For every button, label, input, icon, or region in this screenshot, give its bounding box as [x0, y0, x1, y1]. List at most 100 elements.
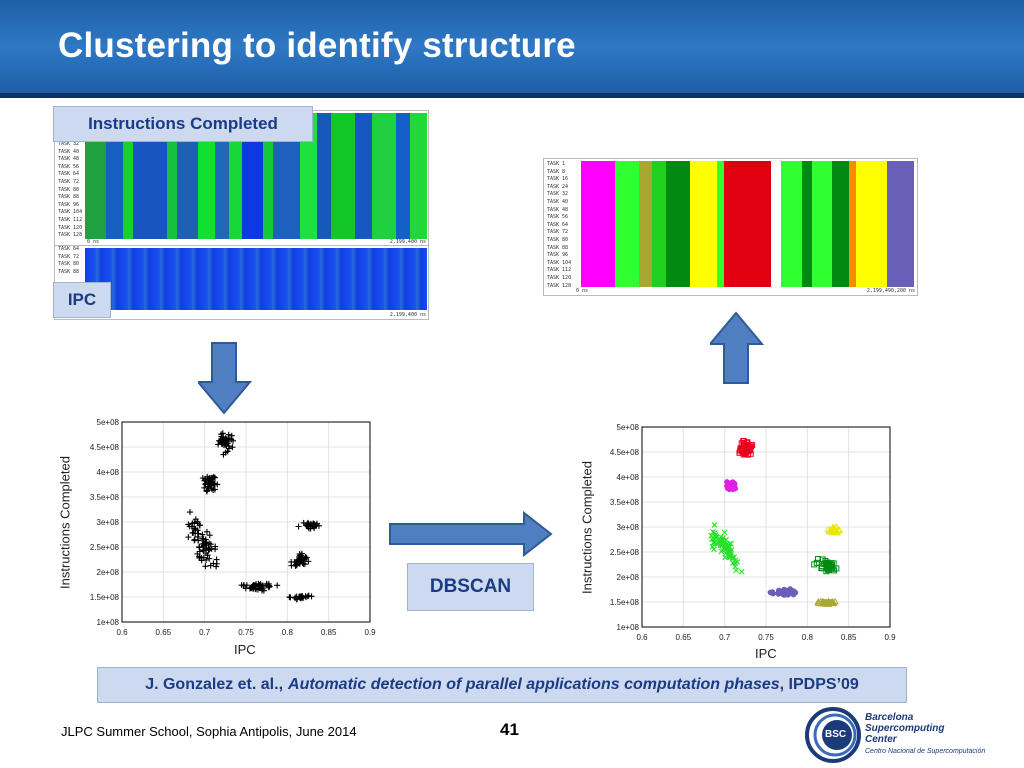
data-point: [196, 553, 203, 560]
y-tick-label: 2e+08: [617, 573, 640, 582]
data-point: [206, 532, 213, 539]
task-label: TASK 80: [58, 186, 80, 193]
data-point: [721, 529, 728, 536]
y-tick-label: 4e+08: [617, 473, 640, 482]
y-tick-label: 4e+08: [97, 468, 120, 477]
data-point: [712, 532, 719, 538]
x-tick-label: 0.8: [282, 628, 294, 637]
data-point: [240, 582, 247, 589]
task-label: TASK 56: [58, 163, 80, 170]
data-point: [296, 593, 303, 600]
y-tick-label: 3.5e+08: [90, 493, 120, 502]
data-point: [828, 524, 836, 532]
task-label: TASK 120: [58, 224, 83, 231]
plot-frame: [641, 426, 891, 628]
data-point: [205, 547, 212, 554]
data-point: [296, 551, 303, 558]
data-point: [722, 554, 729, 561]
data-point: [296, 560, 303, 567]
data-point: [187, 509, 194, 516]
task-label: TASK 88: [58, 194, 80, 201]
data-point: [228, 436, 235, 443]
data-point: [211, 474, 218, 481]
task-label: TASK 64: [58, 171, 80, 178]
data-point: [767, 589, 774, 596]
data-point: [826, 563, 833, 570]
data-point: [213, 556, 220, 563]
x-tick-label: 0.6: [116, 628, 128, 637]
data-point: [225, 431, 232, 438]
task-label: TASK 112: [547, 267, 572, 274]
data-point: [300, 557, 307, 564]
data-point: [202, 536, 209, 543]
task-label: TASK 40: [58, 148, 80, 155]
task-label: TASK 112: [58, 217, 83, 223]
data-point: [255, 582, 262, 589]
data-point: [203, 541, 210, 548]
data-point: [785, 588, 792, 594]
task-label: TASK 72: [58, 179, 80, 185]
data-point: [206, 546, 213, 553]
reference-paper: Automatic detection of parallel applicat…: [288, 676, 780, 693]
data-point: [229, 444, 236, 451]
y-axis-label-clustered: Instructions Completed: [579, 461, 595, 594]
reference-venue: , IPDPS’09: [779, 676, 859, 693]
data-point: [218, 433, 225, 440]
data-point: [726, 543, 733, 550]
data-point: [732, 557, 739, 564]
data-point: [711, 522, 718, 528]
data-point: [295, 523, 302, 530]
bsc-logo: BSC Barcelona Supercomputing Center Cent…: [805, 707, 1015, 763]
y-tick-label: 3.5e+08: [610, 498, 640, 507]
x-tick-label: 0.75: [758, 633, 774, 642]
logo-line-1: Barcelona: [865, 712, 914, 723]
data-point: [192, 516, 199, 523]
data-point: [825, 599, 834, 606]
data-point: [192, 525, 199, 532]
data-point: [200, 547, 207, 554]
data-point: [815, 555, 822, 562]
data-point: [214, 481, 221, 488]
y-tick-label: 1.5e+08: [610, 598, 640, 607]
data-point: [243, 582, 250, 589]
x-axis-label-raw: IPC: [234, 642, 256, 657]
data-point: [293, 562, 300, 569]
task-label: TASK 128: [58, 232, 83, 239]
data-point: [792, 589, 799, 596]
reference-authors: J. Gonzalez et. al.,: [145, 676, 284, 693]
data-point: [727, 554, 734, 561]
trace-right-end-label: 2,199,490,200 ns: [866, 288, 915, 294]
data-point: [207, 562, 214, 569]
data-point: [204, 552, 211, 559]
x-tick-label: 0.9: [884, 633, 896, 642]
task-label: TASK 88: [58, 268, 80, 275]
data-point: [297, 594, 304, 601]
slide-header: [0, 0, 1024, 93]
data-point: [305, 558, 312, 565]
data-point: [209, 479, 216, 486]
data-point: [830, 560, 837, 567]
task-label: TASK 48: [547, 206, 569, 213]
task-label: TASK 80: [58, 261, 80, 268]
slide-title: Clustering to identify structure: [58, 26, 576, 65]
data-point: [305, 592, 312, 599]
trace-right-start-label: 0 ns: [576, 288, 589, 294]
task-label: TASK 128: [547, 282, 572, 289]
task-label: TASK 48: [58, 156, 80, 163]
slide-footer: JLPC Summer School, Sophia Antipolis, Ju…: [61, 724, 357, 739]
trace-ipc-end-label: 2,199,400 ns: [389, 312, 426, 318]
data-point: [732, 563, 739, 570]
data-point: [738, 447, 745, 454]
trace-start-label: 0 ns: [87, 239, 100, 245]
data-point: [202, 563, 209, 570]
x-tick-label: 0.85: [321, 628, 337, 637]
task-label: TASK 1: [547, 161, 566, 167]
data-point: [720, 540, 727, 547]
data-point: [222, 449, 229, 456]
y-tick-label: 3e+08: [97, 518, 120, 527]
data-point: [206, 555, 213, 562]
y-tick-label: 5e+08: [617, 423, 640, 432]
task-label: TASK 96: [58, 201, 80, 208]
x-tick-label: 0.8: [802, 633, 814, 642]
